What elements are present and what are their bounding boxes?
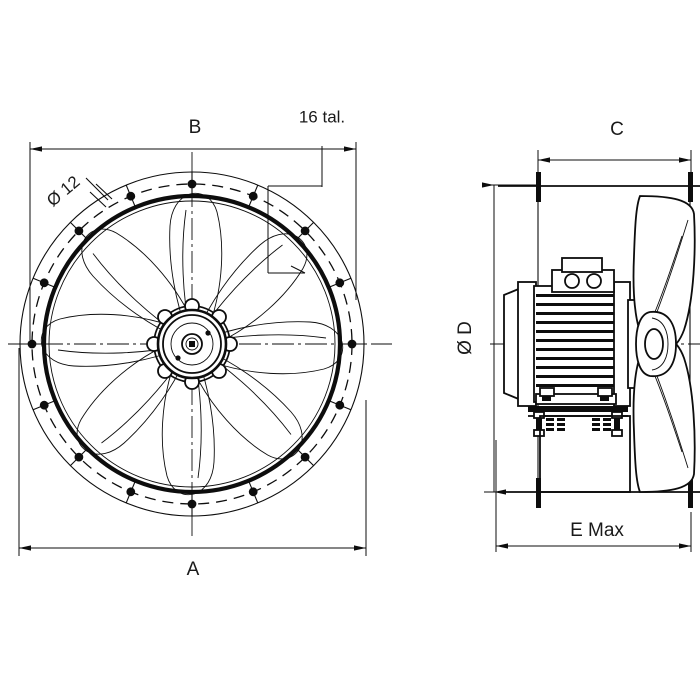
dimension-b: B — [29, 117, 357, 340]
dimension-c-label: C — [610, 119, 624, 140]
dimension-e: E Max — [495, 440, 692, 552]
mounting-bolt-cluster — [533, 411, 565, 437]
dimension-d-label: Ø D — [455, 321, 476, 355]
hole-count-leader: 16 tal. — [267, 107, 345, 274]
hole-diameter-leader: Ø 12 — [43, 172, 113, 210]
hole-count-label: 16 tal. — [299, 107, 345, 126]
dimension-e-label: E Max — [570, 520, 624, 541]
motor-cooling-fins — [536, 294, 616, 387]
motor-terminal-box — [551, 257, 615, 293]
dimension-a-label: A — [187, 559, 200, 580]
hole-diameter-label: Ø 12 — [43, 172, 83, 210]
motor-assembly — [503, 257, 654, 417]
dimension-b-label: B — [189, 117, 202, 138]
motor-support-box — [539, 415, 631, 493]
side-blade-profile — [632, 195, 696, 493]
dimension-a: A — [18, 348, 367, 580]
bolt-hole-group — [20, 172, 364, 516]
motor-feet — [535, 387, 617, 405]
dimension-c: C — [537, 119, 692, 200]
fan-shroud-inner — [48, 200, 336, 488]
front-view: A B 16 tal. — [8, 107, 392, 580]
side-view: C Ø D E Max — [455, 119, 700, 552]
mounting-bolt-group — [533, 411, 623, 437]
mounting-bolt-cluster — [592, 411, 623, 437]
fan-hub — [146, 298, 238, 390]
